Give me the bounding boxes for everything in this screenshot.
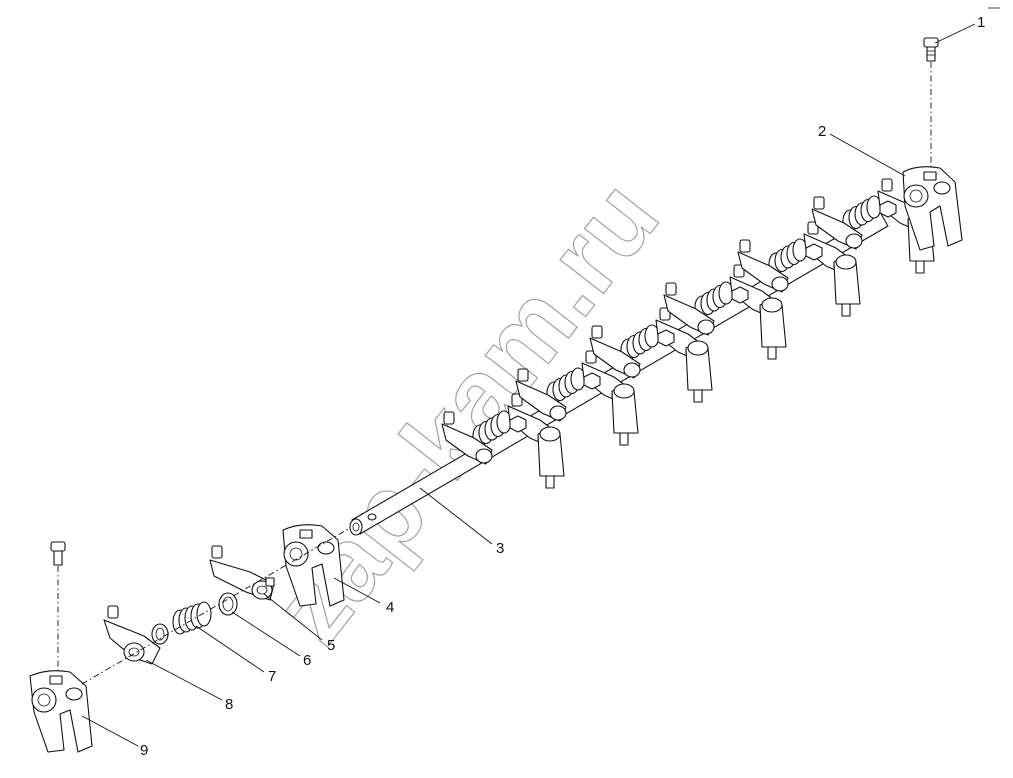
callout-1: 1 <box>977 14 985 31</box>
rocker-assembly <box>737 221 861 317</box>
rocker-arm-8 <box>103 605 161 665</box>
shaft-bracket-4 <box>282 524 345 607</box>
alignment-axis <box>81 527 351 685</box>
leader-lines <box>81 23 976 747</box>
callout-6: 6 <box>303 652 311 669</box>
rocker-assembly <box>589 307 713 403</box>
callout-3: 3 <box>496 540 504 557</box>
washer-8a <box>151 623 169 645</box>
callouts: 1 2 3 4 5 6 7 8 9 <box>140 14 985 759</box>
shaft-bracket-right <box>902 166 963 251</box>
rocker-assembly <box>441 393 565 489</box>
spring-7 <box>172 601 212 635</box>
rocker-arm-5 <box>209 545 275 601</box>
callout-9: 9 <box>140 742 148 759</box>
callout-4: 4 <box>386 599 394 616</box>
callout-8: 8 <box>225 696 233 713</box>
callout-5: 5 <box>327 637 335 654</box>
washer-6 <box>218 592 238 616</box>
rocker-assembly <box>663 264 787 360</box>
rocker-assembly <box>515 350 639 446</box>
bolt-left <box>50 541 66 682</box>
bolt-top <box>923 37 939 180</box>
shaft-bracket-9 <box>29 670 93 753</box>
callout-7: 7 <box>268 668 276 685</box>
callout-2: 2 <box>818 123 826 140</box>
